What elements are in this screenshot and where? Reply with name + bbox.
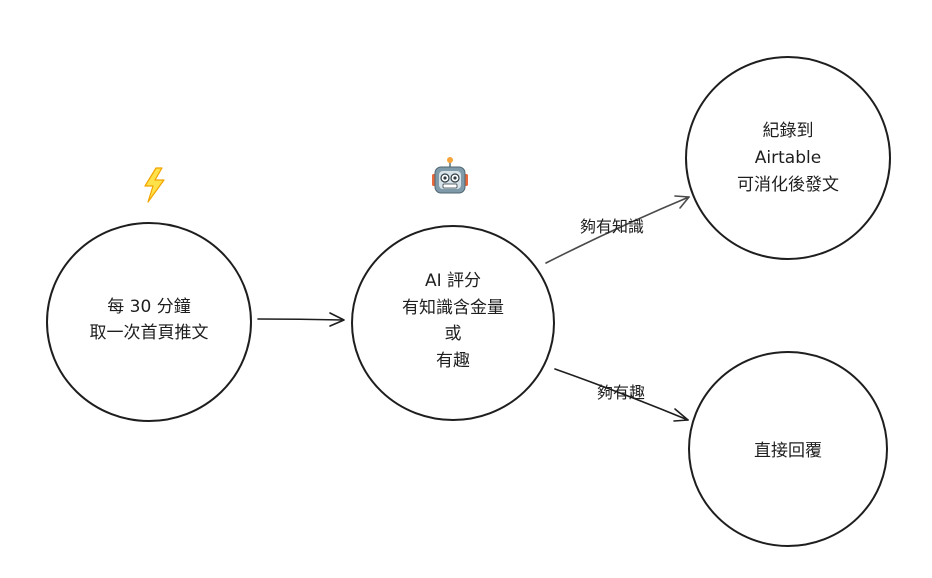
edge-label-fun: 夠有趣 (597, 383, 645, 402)
evaluate-text-line-2: 有知識含金量 (402, 298, 504, 318)
edge-evaluate-to-record (545, 195, 690, 264)
evaluate-text-line-3: 或 (445, 324, 462, 344)
evaluate-text-line-1: AI 評分 (425, 271, 481, 291)
record-text-line-3: 可消化後發文 (737, 175, 839, 195)
trigger-text-line-2: 取一次首頁推文 (90, 323, 209, 343)
edge-trigger-to-evaluate (257, 312, 345, 327)
reply-text-line-1: 直接回覆 (754, 441, 822, 461)
record-node (685, 56, 891, 260)
edge-label-knowledge: 夠有知識 (580, 217, 644, 236)
trigger-node (46, 222, 252, 422)
record-text-line-1: 紀錄到 (763, 121, 814, 141)
record-text-line-2: Airtable (755, 148, 821, 168)
evaluate-text-line-4: 有趣 (436, 351, 470, 371)
evaluate-node (351, 225, 555, 421)
trigger-text-line-1: 每 30 分鐘 (107, 297, 190, 317)
edge-evaluate-to-reply (554, 368, 689, 422)
reply-node (688, 351, 888, 547)
lightning-icon (144, 167, 165, 203)
robot-icon (432, 157, 468, 194)
